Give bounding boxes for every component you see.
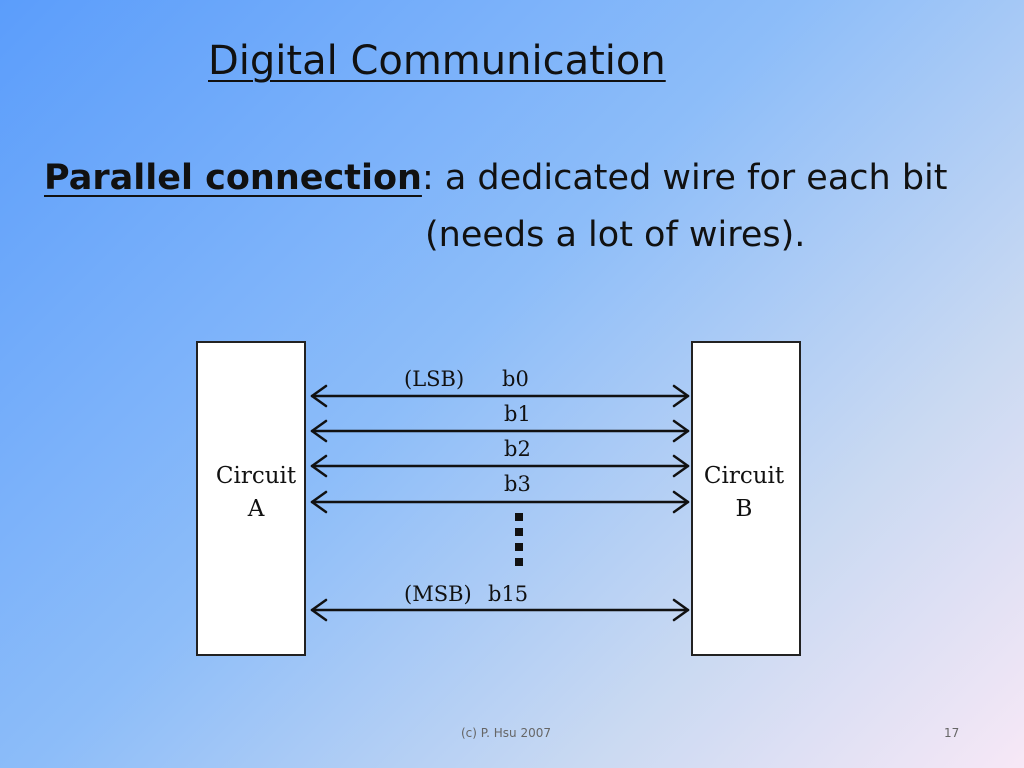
circuit-b-line-2: B — [735, 496, 753, 522]
heading-line-1: Parallel connection: a dedicated wire fo… — [44, 158, 947, 198]
circuit-a-line-2: A — [247, 496, 265, 522]
ellipsis-dots — [515, 513, 523, 566]
circuit-a-box — [196, 341, 306, 656]
lsb-label: (LSB) — [404, 367, 465, 391]
msb-label: (MSB) — [404, 582, 472, 606]
wire-b15 — [310, 598, 690, 622]
wire-label-b3: b3 — [504, 472, 531, 496]
heading-rest: : a dedicated wire for each bit — [421, 158, 948, 198]
heading-line-2: (needs a lot of wires). — [425, 215, 806, 255]
footer-page-number: 17 — [944, 726, 960, 740]
circuit-b-line-1: Circuit — [703, 463, 785, 489]
wire-label-b1: b1 — [504, 402, 531, 426]
circuit-a-label: Circuit A — [208, 460, 304, 526]
footer-copyright: (c) P. Hsu 2007 — [461, 726, 552, 740]
heading-keyword: Parallel connection — [44, 158, 422, 198]
wire-label-b0: b0 — [502, 367, 529, 391]
wire-label-b2: b2 — [504, 437, 531, 461]
slide-title: Digital Communication — [208, 38, 666, 84]
wire-b2 — [310, 454, 690, 478]
circuit-b-label: Circuit B — [696, 460, 792, 526]
wire-b0 — [310, 384, 690, 408]
circuit-b-box — [691, 341, 801, 656]
wire-label-b15: b15 — [488, 582, 529, 606]
wire-b1 — [310, 419, 690, 443]
wire-b3 — [310, 490, 690, 514]
circuit-a-line-1: Circuit — [215, 463, 297, 489]
